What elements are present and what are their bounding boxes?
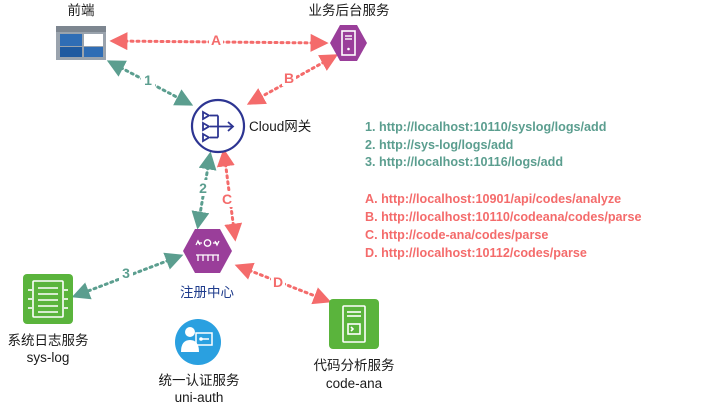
codeana-label: 代码分析服务 — [314, 358, 395, 373]
edge-label-D: D — [273, 274, 283, 290]
gateway-router-icon — [202, 110, 235, 143]
browser-window-icon — [56, 26, 106, 60]
registry-icon — [195, 239, 220, 261]
node-auth[interactable]: 统一认证服务 uni-auth — [159, 319, 240, 405]
node-frontend[interactable]: 前端 — [56, 2, 106, 60]
legend-item-3: 3. http://localhost:10116/logs/add — [365, 155, 563, 169]
registry-hexagon — [183, 229, 232, 273]
auth-circle — [175, 319, 221, 365]
legend-item-C: C. http://code-ana/codes/parse — [365, 228, 548, 242]
codeana-sublabel: code-ana — [326, 376, 383, 391]
legend-item-A: A. http://localhost:10901/api/codes/anal… — [365, 192, 621, 206]
legend-item-B: B. http://localhost:10110/codeana/codes/… — [365, 210, 641, 224]
edge-label-3: 3 — [122, 265, 130, 281]
node-syslog[interactable]: 系统日志服务 sys-log — [8, 274, 89, 365]
edge-label-2: 2 — [199, 180, 207, 196]
code-file-icon — [342, 305, 366, 343]
backend-hexagon — [330, 25, 367, 61]
legend-item-1: 1. http://localhost:10110/syslog/logs/ad… — [365, 120, 606, 134]
edge-label-1: 1 — [144, 72, 152, 88]
auth-sublabel: uni-auth — [175, 390, 224, 405]
node-backend[interactable]: 业务后台服务 — [309, 3, 390, 61]
edge-label-B: B — [284, 70, 294, 86]
auth-label: 统一认证服务 — [159, 373, 240, 388]
edge-label-C: C — [222, 191, 232, 207]
syslog-label: 系统日志服务 — [8, 333, 89, 348]
node-registry[interactable]: 注册中心 — [180, 229, 234, 300]
syslog-sublabel: sys-log — [27, 350, 70, 365]
legend-item-2: 2. http://sys-log/logs/add — [365, 138, 513, 152]
legend-item-D: D. http://localhost:10112/codes/parse — [365, 246, 587, 260]
edge-label-A: A — [211, 32, 221, 48]
user-key-icon — [181, 327, 213, 352]
frontend-label: 前端 — [68, 2, 95, 18]
gateway-label: Cloud网关 — [249, 119, 311, 134]
legend: 1. http://localhost:10110/syslog/logs/ad… — [365, 120, 641, 260]
log-document-icon — [28, 280, 68, 318]
node-gateway[interactable]: Cloud网关 — [190, 98, 311, 154]
backend-label: 业务后台服务 — [309, 3, 390, 18]
server-icon — [341, 30, 356, 56]
syslog-box — [23, 274, 73, 324]
node-codeana[interactable]: 代码分析服务 code-ana — [314, 299, 395, 391]
edge-labels: A B 1 2 C 3 D — [119, 32, 296, 290]
registry-label: 注册中心 — [180, 285, 234, 300]
edge-A-frontend-backend — [109, 32, 329, 52]
